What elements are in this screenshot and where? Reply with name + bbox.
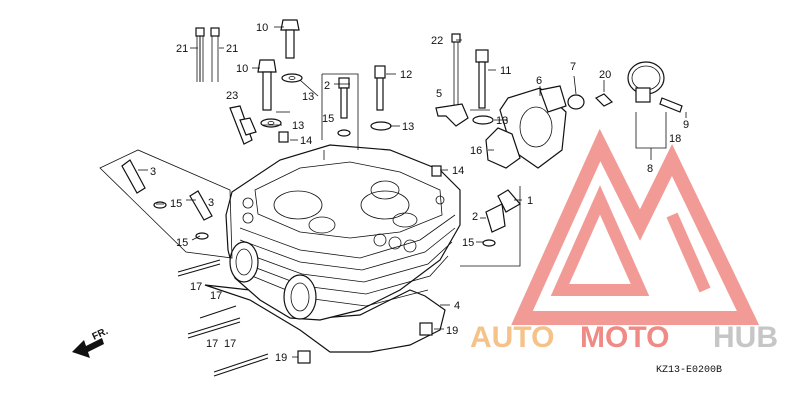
callout-21: 21 [176,43,188,55]
callout-19: 19 [275,352,287,364]
dowel-14 [278,131,442,177]
callouts: 1 2 2 3 3 4 5 6 7 8 9 10 10 11 12 13 13 … [150,22,689,364]
diagram-code: KZ13-E0200B [656,365,722,376]
callout-4: 4 [454,300,460,312]
callout-6: 6 [536,75,542,87]
screw-20 [594,93,614,107]
watermark-text: AUTO MOTO HUB [470,321,778,354]
callout-8: 8 [647,163,653,175]
callout-17: 17 [224,338,236,350]
bolt-11 [472,49,494,125]
callout-17: 17 [210,290,222,302]
callout-14: 14 [452,165,464,177]
valve-guide-3-mid [189,190,213,240]
cylinder-head [204,144,461,353]
callout-13: 13 [292,120,304,132]
callout-3: 3 [208,197,214,209]
callout-12: 12 [400,69,412,81]
callout-19: 19 [446,325,458,337]
valve-guide-3-left [121,159,167,209]
callout-15: 15 [462,237,474,249]
callout-15: 15 [322,113,334,125]
clamp-8 [627,61,683,113]
leader-lines [99,26,687,358]
callout-13: 13 [402,121,414,133]
callout-13: 13 [302,91,314,103]
callout-2: 2 [472,211,478,223]
direction-label: FR. [91,326,110,343]
callout-7: 7 [570,61,576,73]
bolt-12 [370,65,392,131]
callout-1: 1 [527,195,533,207]
callout-5: 5 [436,88,442,100]
spark-plug-23 [229,105,257,145]
bolt-10-top [280,19,303,83]
valve-guide-2-top [337,77,351,137]
callout-3: 3 [150,166,156,178]
cap-7 [567,94,585,110]
callout-2: 2 [324,80,330,92]
bolt-21-left [195,27,205,82]
callout-13: 13 [496,115,508,127]
bolt-22 [451,33,461,110]
callout-17: 17 [206,338,218,350]
studs-17 [177,259,269,377]
bolt-10-mid [257,59,282,128]
front-direction-arrow: FR. [72,326,110,358]
callout-23: 23 [226,90,238,102]
watermark-hub: HUB [713,321,778,354]
valve-guide-2-right [482,189,521,247]
callout-14: 14 [300,135,312,147]
callout-20: 20 [599,69,611,81]
callout-9: 9 [683,119,689,131]
callout-15: 15 [176,237,188,249]
bolt-21-right [210,27,220,82]
bracket-5 [435,103,469,127]
callout-10: 10 [256,22,268,34]
callout-21: 21 [226,43,238,55]
o-ring-16 [485,127,521,169]
callout-22: 22 [431,35,443,47]
watermark-logo [511,128,760,325]
callout-16: 16 [470,145,482,157]
callout-17: 17 [190,281,202,293]
callout-11: 11 [500,65,511,77]
callout-15: 15 [170,198,182,210]
watermark-auto: AUTO [470,321,554,354]
callout-10: 10 [236,63,248,75]
callout-18: 18 [669,133,681,145]
watermark-moto: MOTO [580,321,669,354]
